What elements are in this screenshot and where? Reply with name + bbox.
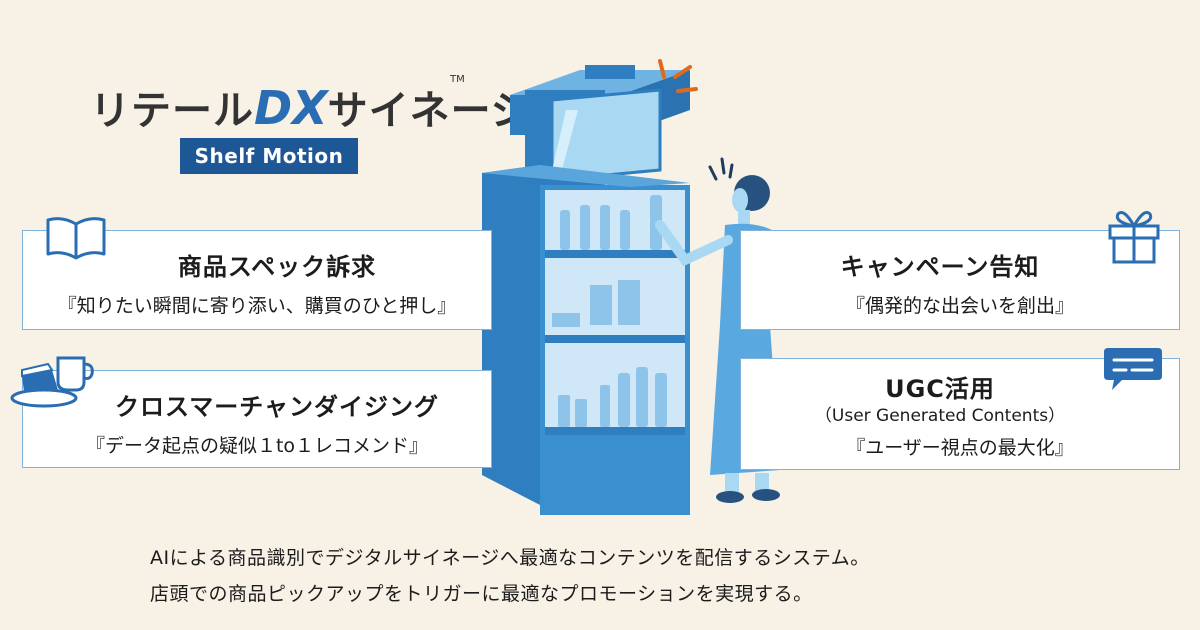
feature-subtitle: 『知りたい瞬間に寄り添い、購買のひと押し』 xyxy=(57,295,457,317)
feature-card-spec: 商品スペック訴求 『知りたい瞬間に寄り添い、購買のひと押し』 xyxy=(22,230,492,330)
feature-title: クロスマーチャンダイジング xyxy=(114,393,440,421)
feature-subtitle: 『偶発的な出会いを創出』 xyxy=(845,295,1074,317)
camera-icon xyxy=(585,65,635,79)
system-description: AIによる商品識別でデジタルサイネージへ最適なコンテンツを配信するシステム。 店… xyxy=(150,540,1050,612)
feature-subtitle: 『ユーザー視点の最大化』 xyxy=(846,437,1074,459)
feature-title: キャンペーン告知 xyxy=(840,253,1040,281)
product-badge: Shelf Motion xyxy=(180,138,358,174)
alert-lines-icon xyxy=(658,59,698,93)
open-book-icon xyxy=(46,217,106,260)
logo: リテールDXサイネージ TM Shelf Motion xyxy=(90,70,531,180)
chat-bubble-icon xyxy=(1104,348,1162,390)
logo-title-dx: DX xyxy=(254,81,328,135)
description-line: 店頭での商品ピックアップをトリガーに最適なプロモーションを実現する。 xyxy=(150,583,813,605)
feature-subtitle: 『データ起点の疑似１to１レコメンド』 xyxy=(85,435,429,457)
logo-title-suffix: サイネージ xyxy=(327,88,532,134)
description-line: AIによる商品識別でデジタルサイネージへ最適なコンテンツを配信するシステム。 xyxy=(150,547,870,569)
trademark-mark: TM xyxy=(450,74,465,85)
logo-title: リテールDXサイネージ xyxy=(90,78,532,136)
feature-card-campaign: キャンペーン告知 『偶発的な出会いを創出』 xyxy=(740,230,1180,330)
feature-card-cross-merchandising: クロスマーチャンダイジング 『データ起点の疑似１to１レコメンド』 xyxy=(22,370,492,468)
logo-title-prefix: リテール xyxy=(90,88,254,134)
screen-display xyxy=(550,88,662,182)
feature-title: 商品スペック訴求 xyxy=(177,253,377,281)
feature-note: （User Generated Contents） xyxy=(814,406,1066,426)
gift-box-icon xyxy=(1108,211,1160,264)
feature-title: UGC活用 xyxy=(885,375,995,403)
coffee-cake-icon xyxy=(10,356,94,408)
